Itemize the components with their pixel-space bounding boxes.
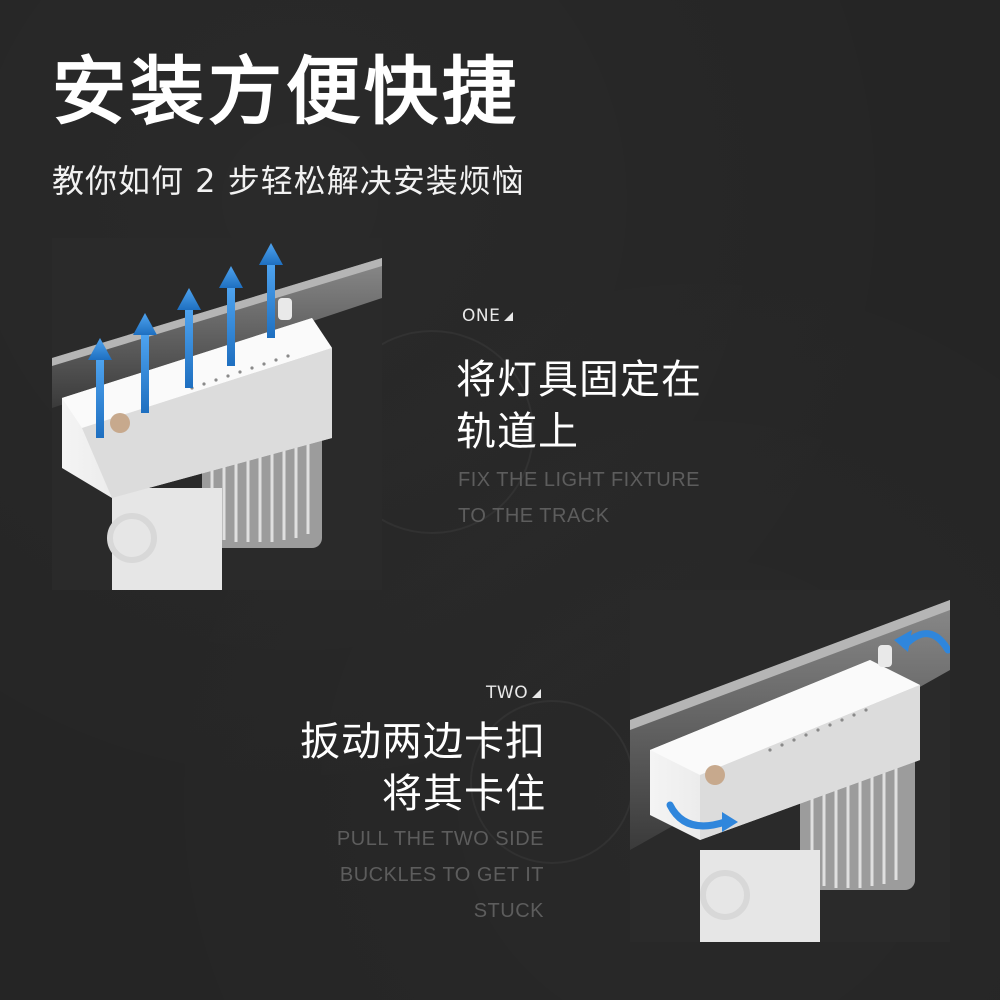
- step-two-english-line-2: BUCKLES TO GET IT: [339, 864, 544, 886]
- step-one-english-line-1: FIX THE LIGHT FIXTURE: [458, 469, 701, 491]
- step-one-label: ONE: [462, 306, 514, 326]
- track-light-illustration-two: [630, 590, 950, 942]
- step-one-english: FIX THE LIGHT FIXTURE TO THE TRACK: [458, 462, 700, 534]
- track-light-illustration-one: [52, 238, 382, 590]
- step-two-label-text: TWO: [486, 683, 529, 703]
- step-one-label-text: ONE: [462, 306, 501, 326]
- step-one-heading-line-2: 轨道上: [456, 409, 579, 455]
- triangle-marker-icon: [504, 312, 514, 321]
- step-two-heading-line-1: 扳动两边卡扣: [300, 719, 546, 765]
- step-one-heading: 将灯具固定在 轨道上: [456, 354, 702, 458]
- step-one-photo: [52, 238, 382, 590]
- arrow-up-icon: [88, 243, 283, 438]
- triangle-marker-icon: [532, 689, 542, 698]
- page-title: 安装方便快捷: [52, 49, 520, 135]
- step-one-heading-line-1: 将灯具固定在: [456, 357, 702, 403]
- step-one-english-line-2: TO THE TRACK: [458, 505, 610, 527]
- step-two-label: TWO: [486, 683, 542, 703]
- step-two-english-line-3: STUCK: [473, 900, 544, 922]
- step-two-english: PULL THE TWO SIDE BUCKLES TO GET IT STUC…: [300, 821, 544, 929]
- curved-arrow-head-icon: [722, 630, 912, 832]
- step-two-heading: 扳动两边卡扣 将其卡住: [270, 716, 546, 820]
- step-two-english-line-1: PULL THE TWO SIDE: [336, 828, 544, 850]
- step-two-heading-line-2: 将其卡住: [382, 771, 546, 817]
- page-subtitle: 教你如何 2 步轻松解决安装烦恼: [52, 162, 525, 200]
- step-two-photo: [630, 590, 950, 942]
